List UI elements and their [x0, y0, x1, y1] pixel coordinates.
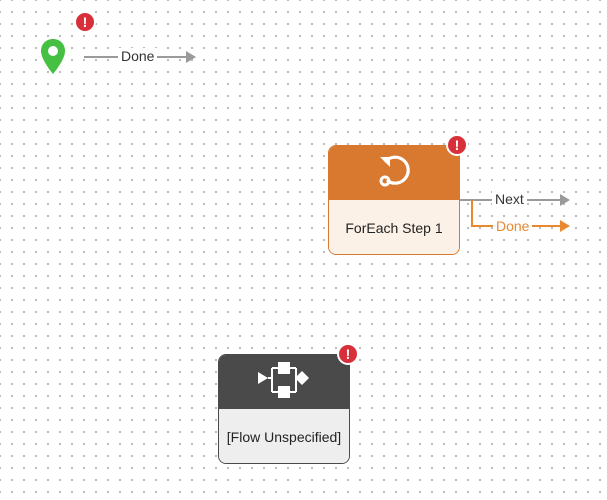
flow-diagram-icon [256, 358, 312, 407]
foreach-error-badge[interactable]: ! [446, 134, 468, 156]
foreach-step-node[interactable]: ForEach Step 1 [328, 145, 460, 255]
flow-node-header [219, 355, 349, 409]
flow-node-title: [Flow Unspecified] [219, 409, 349, 463]
flow-step-node[interactable]: [Flow Unspecified] [218, 354, 350, 464]
start-pin-icon[interactable] [40, 38, 66, 76]
start-error-badge[interactable]: ! [74, 11, 96, 33]
loop-icon [374, 151, 414, 196]
foreach-done-connector-label[interactable]: Done [493, 218, 533, 234]
flow-error-badge[interactable]: ! [337, 343, 359, 365]
foreach-next-connector-label[interactable]: Next [492, 191, 527, 207]
foreach-node-title: ForEach Step 1 [329, 200, 459, 254]
start-done-connector-label[interactable]: Done [118, 48, 158, 64]
foreach-node-header [329, 146, 459, 200]
